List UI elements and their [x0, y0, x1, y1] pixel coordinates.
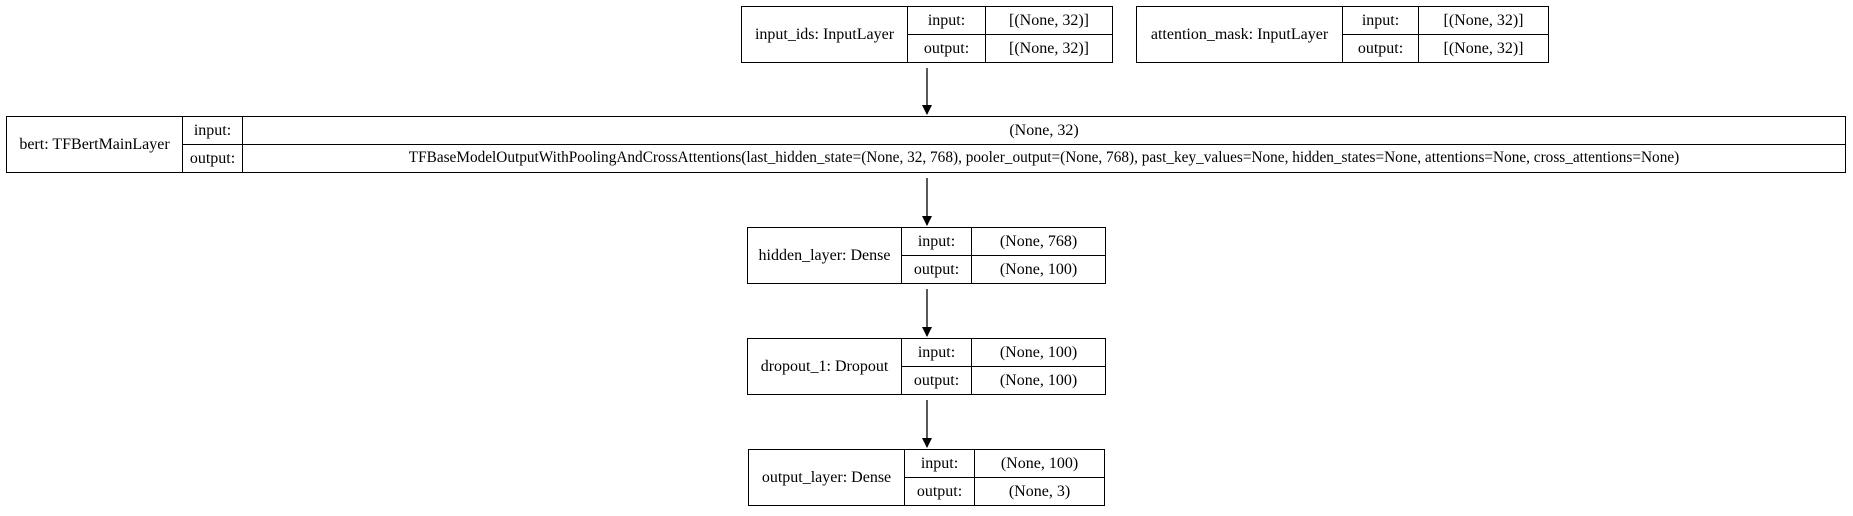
port-input-shape: [(None, 32)]	[1418, 6, 1549, 35]
node-label: dropout_1: Dropout	[747, 338, 902, 395]
node-dropout-1: dropout_1: Dropout input: (None, 100) ou…	[747, 338, 1106, 395]
port-output-label: output:	[901, 366, 972, 395]
node-label: input_ids: InputLayer	[741, 6, 908, 63]
node-label: hidden_layer: Dense	[747, 227, 902, 284]
port-input-shape: (None, 32)	[242, 116, 1846, 145]
node-output-layer: output_layer: Dense input: (None, 100) o…	[748, 449, 1105, 506]
node-attention-mask: attention_mask: InputLayer input: [(None…	[1136, 6, 1549, 63]
port-input-label: input:	[182, 116, 243, 145]
port-output-label: output:	[901, 255, 972, 284]
port-input-shape: (None, 100)	[974, 449, 1105, 478]
port-output-shape: (None, 100)	[971, 366, 1106, 395]
node-label: bert: TFBertMainLayer	[6, 116, 183, 173]
node-hidden-layer: hidden_layer: Dense input: (None, 768) o…	[747, 227, 1106, 284]
port-output-label: output:	[1342, 34, 1419, 63]
port-input-label: input:	[901, 227, 972, 256]
port-input-label: input:	[907, 6, 986, 35]
node-label: attention_mask: InputLayer	[1136, 6, 1343, 63]
node-bert: bert: TFBertMainLayer input: (None, 32) …	[6, 116, 1846, 173]
port-input-label: input:	[904, 449, 975, 478]
port-output-label: output:	[182, 144, 243, 173]
port-output-shape: (None, 3)	[974, 477, 1105, 506]
port-input-label: input:	[1342, 6, 1419, 35]
port-output-shape: [(None, 32)]	[1418, 34, 1549, 63]
port-input-shape: (None, 100)	[971, 338, 1106, 367]
port-input-label: input:	[901, 338, 972, 367]
port-input-shape: [(None, 32)]	[985, 6, 1113, 35]
node-input-ids: input_ids: InputLayer input: [(None, 32)…	[741, 6, 1113, 63]
port-output-label: output:	[904, 477, 975, 506]
port-output-label: output:	[907, 34, 986, 63]
port-output-shape: [(None, 32)]	[985, 34, 1113, 63]
node-label: output_layer: Dense	[748, 449, 905, 506]
port-output-shape: TFBaseModelOutputWithPoolingAndCrossAtte…	[242, 144, 1846, 173]
port-input-shape: (None, 768)	[971, 227, 1106, 256]
port-output-shape: (None, 100)	[971, 255, 1106, 284]
